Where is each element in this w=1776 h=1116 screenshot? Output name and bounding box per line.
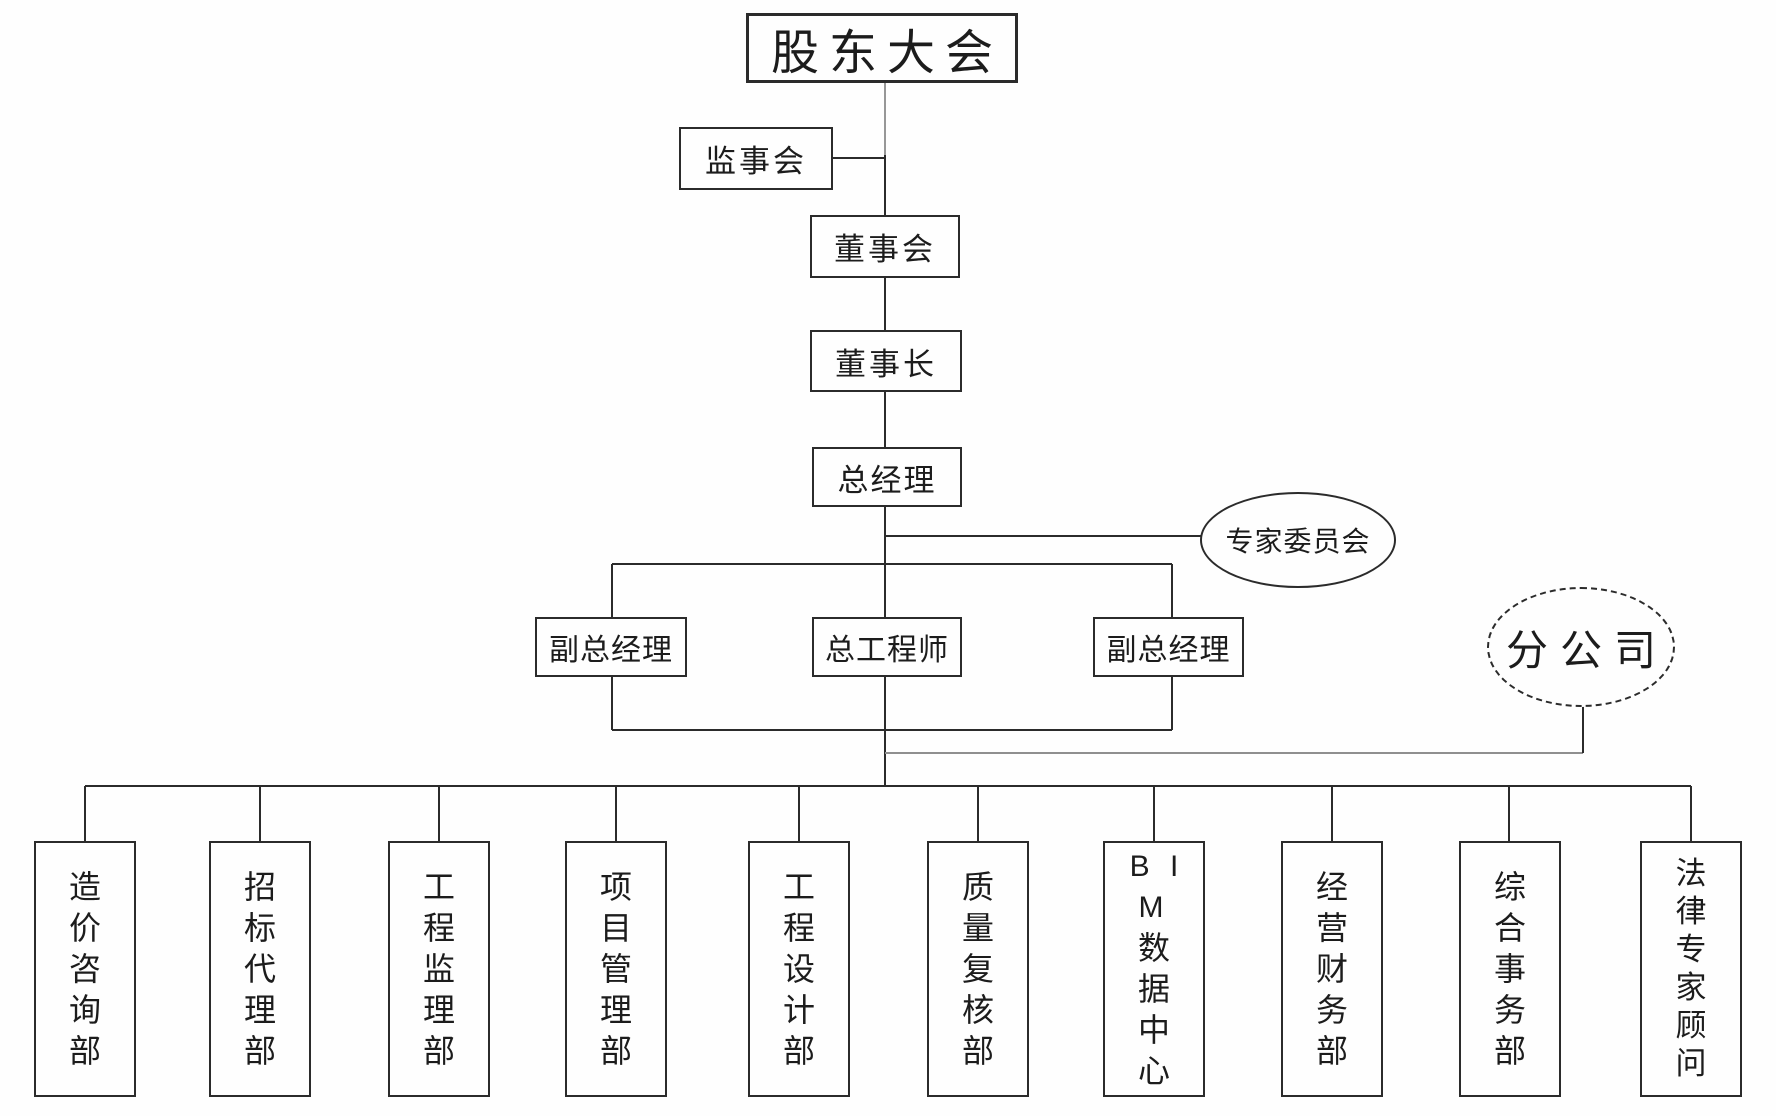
- dept-label-line: 理: [243, 991, 276, 1028]
- org-node-dept-engineering-design: 工程设计部: [748, 841, 850, 1097]
- dept-label-line: 询: [68, 991, 101, 1028]
- dept-label-line: 工: [782, 868, 815, 905]
- org-node-board-of-directors: 董事会: [810, 215, 960, 278]
- org-node-dept-bidding-agency: 招标代理部: [209, 841, 311, 1097]
- org-node-branch-company: 分公司: [1487, 587, 1675, 707]
- org-node-label: 专家委员会: [1225, 526, 1371, 557]
- dept-label-line: 部: [1315, 1032, 1348, 1069]
- dept-label-line: 顾: [1675, 1008, 1707, 1043]
- dept-label-line: 造: [68, 868, 101, 905]
- dept-label-line: 程: [782, 909, 815, 946]
- dept-label-line: 核: [961, 991, 994, 1028]
- org-node-label: 总经理: [837, 462, 937, 498]
- org-node-chairman: 董事长: [810, 330, 962, 392]
- dept-label-line: B I M: [1129, 850, 1185, 924]
- dept-label-line: 部: [961, 1032, 994, 1069]
- dept-label-line: 代: [243, 950, 276, 987]
- dept-label-line: 咨: [68, 950, 101, 987]
- org-node-deputy-gm-left: 副总经理: [535, 617, 687, 677]
- org-node-dept-bim-data-center: B I M 数据中心: [1103, 841, 1205, 1097]
- dept-label-line: 目: [599, 909, 632, 946]
- dept-label-line: 营: [1315, 909, 1348, 946]
- org-node-dept-quality-review: 质量复核部: [927, 841, 1029, 1097]
- dept-label-line: 理: [599, 991, 632, 1028]
- org-node-dept-engineering-supervision: 工程监理部: [388, 841, 490, 1097]
- dept-label-line: 价: [68, 909, 101, 946]
- dept-label-line: 家: [1675, 970, 1707, 1005]
- org-node-chief-engineer: 总工程师: [812, 617, 962, 677]
- dept-label-line: 经: [1315, 868, 1348, 905]
- org-node-label: 董事长: [835, 346, 937, 382]
- org-node-shareholders-meeting: 股东大会: [746, 13, 1018, 83]
- org-node-label: 董事会: [834, 232, 936, 267]
- dept-label-line: 复: [961, 950, 994, 987]
- dept-label-line: 项: [599, 868, 632, 905]
- dept-label-line: 部: [1493, 1032, 1526, 1069]
- dept-label-line: 据: [1137, 971, 1170, 1007]
- org-node-general-manager: 总经理: [812, 447, 962, 507]
- dept-label-line: 管: [599, 950, 632, 987]
- dept-label-line: 部: [243, 1032, 276, 1069]
- dept-label-line: 律: [1675, 894, 1707, 929]
- dept-label-line: 专: [1675, 932, 1707, 967]
- org-node-supervisory-board: 监事会: [679, 127, 833, 190]
- dept-label-line: 财: [1315, 950, 1348, 987]
- org-node-dept-operations-finance: 经营财务部: [1281, 841, 1383, 1097]
- org-node-label: 副总经理: [1106, 634, 1231, 667]
- dept-label-line: 理: [422, 991, 455, 1028]
- dept-label-line: 中: [1137, 1012, 1170, 1048]
- dept-label-line: 计: [782, 991, 815, 1028]
- dept-label-line: 设: [782, 950, 815, 987]
- org-node-dept-legal-expert-advisor: 法律专家顾问: [1640, 841, 1742, 1097]
- org-node-label: 监事会: [705, 144, 807, 179]
- dept-label-line: 部: [422, 1032, 455, 1069]
- org-node-deputy-gm-right: 副总经理: [1093, 617, 1244, 677]
- dept-label-line: 法: [1675, 856, 1707, 891]
- dept-label-line: 务: [1493, 991, 1526, 1028]
- org-node-dept-general-affairs: 综合事务部: [1459, 841, 1561, 1097]
- org-node-expert-committee: 专家委员会: [1200, 492, 1396, 588]
- dept-label-line: 问: [1675, 1046, 1707, 1081]
- dept-label-line: 心: [1137, 1053, 1170, 1089]
- dept-label-line: 监: [422, 950, 455, 987]
- dept-label-line: 招: [243, 868, 276, 905]
- org-node-dept-project-management: 项目管理部: [565, 841, 667, 1097]
- dept-label-line: 数: [1137, 930, 1170, 966]
- dept-label-line: 标: [243, 909, 276, 946]
- dept-label-line: 量: [961, 909, 994, 946]
- org-node-label: 分公司: [1505, 626, 1668, 674]
- org-node-label: 副总经理: [549, 634, 673, 667]
- dept-label-line: 程: [422, 909, 455, 946]
- dept-label-line: 事: [1493, 950, 1526, 987]
- dept-label-line: 部: [68, 1032, 101, 1069]
- org-node-dept-cost-consulting: 造价咨询部: [34, 841, 136, 1097]
- dept-label-line: 综: [1493, 868, 1526, 905]
- dept-label-line: 工: [422, 868, 455, 905]
- dept-label-line: 质: [961, 868, 994, 905]
- dept-label-line: 部: [599, 1032, 632, 1069]
- org-node-label: 总工程师: [825, 634, 949, 667]
- dept-label-line: 务: [1315, 991, 1348, 1028]
- org-node-label: 股东大会: [770, 27, 1003, 80]
- dept-label-line: 合: [1493, 909, 1526, 946]
- dept-label-line: 部: [782, 1032, 815, 1069]
